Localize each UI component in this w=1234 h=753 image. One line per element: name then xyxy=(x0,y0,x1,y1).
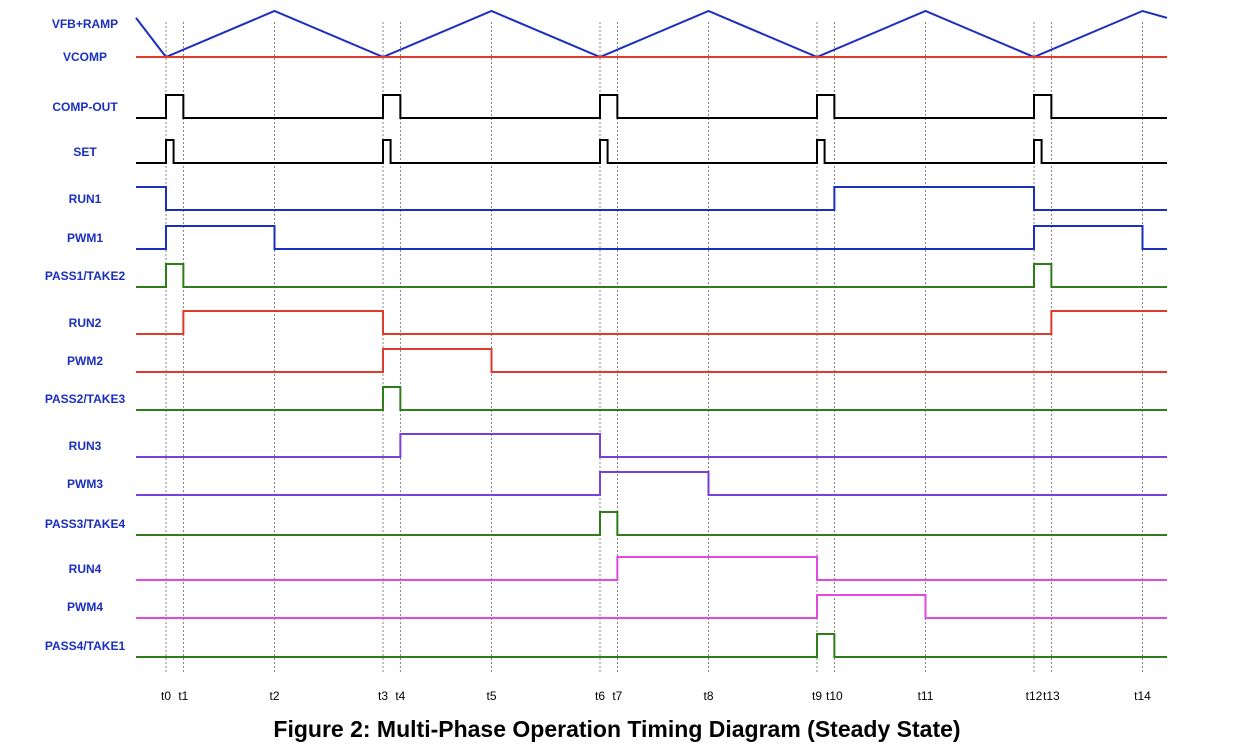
waveform-run2 xyxy=(136,310,1167,335)
time-label-t3: t3 xyxy=(378,689,388,703)
label-pass4-take1: PASS4/TAKE1 xyxy=(45,639,126,653)
waveform-run1 xyxy=(136,186,1167,211)
label-pwm4: PWM4 xyxy=(67,600,103,614)
waveform-comp-out xyxy=(136,94,1167,119)
time-label-t14: t14 xyxy=(1134,689,1151,703)
time-gridlines xyxy=(165,22,1143,672)
time-label-t6: t6 xyxy=(595,689,605,703)
time-label-t12: t12 xyxy=(1026,689,1043,703)
waveform-pass2-take3 xyxy=(136,386,1167,411)
label-vfb-ramp: VFB+RAMP xyxy=(52,17,118,31)
label-pass1-take2: PASS1/TAKE2 xyxy=(45,269,126,283)
label-run2: RUN2 xyxy=(69,316,102,330)
ramp-waveform xyxy=(135,9,1168,59)
time-label-t11: t11 xyxy=(918,689,934,703)
label-pwm2: PWM2 xyxy=(67,354,103,368)
time-label-t8: t8 xyxy=(703,689,713,703)
time-label-t7: t7 xyxy=(612,689,622,703)
label-pass3-take4: PASS3/TAKE4 xyxy=(45,517,126,531)
time-label-t0: t0 xyxy=(161,689,171,703)
timing-diagram: VFB+RAMP VCOMP COMP-OUT SET RUN1PWM1PASS1/TA… xyxy=(45,9,1168,703)
time-label-t2: t2 xyxy=(269,689,279,703)
label-run1: RUN1 xyxy=(69,192,102,206)
waveform-run3 xyxy=(136,433,1167,458)
label-set: SET xyxy=(73,145,97,159)
waveform-pwm2 xyxy=(136,348,1167,373)
time-label-t9: t9 xyxy=(812,689,822,703)
signal-labels: VFB+RAMP VCOMP COMP-OUT SET RUN1PWM1PASS1/TA… xyxy=(45,17,126,653)
time-label-t1: t1 xyxy=(178,689,188,703)
waveform-pass3-take4 xyxy=(136,511,1167,536)
label-pwm3: PWM3 xyxy=(67,477,103,491)
label-run4: RUN4 xyxy=(69,562,102,576)
time-label-t10: t10 xyxy=(826,689,843,703)
time-label-t13: t13 xyxy=(1043,689,1060,703)
waveform-pass4-take1 xyxy=(136,633,1167,658)
waveforms xyxy=(135,9,1168,658)
waveform-set xyxy=(136,139,1167,164)
waveform-pass1-take2 xyxy=(136,263,1167,288)
waveform-pwm4 xyxy=(136,594,1167,619)
time-label-t5: t5 xyxy=(486,689,496,703)
label-comp-out: COMP-OUT xyxy=(52,100,118,114)
waveform-pwm3 xyxy=(136,471,1167,496)
figure-caption: Figure 2: Multi-Phase Operation Timing D… xyxy=(273,716,961,742)
label-pass2-take3: PASS2/TAKE3 xyxy=(45,392,126,406)
label-run3: RUN3 xyxy=(69,439,102,453)
time-label-t4: t4 xyxy=(395,689,405,703)
waveform-pwm1 xyxy=(136,225,1167,250)
label-vcomp: VCOMP xyxy=(63,50,107,64)
waveform-run4 xyxy=(136,556,1167,581)
label-pwm1: PWM1 xyxy=(67,231,103,245)
